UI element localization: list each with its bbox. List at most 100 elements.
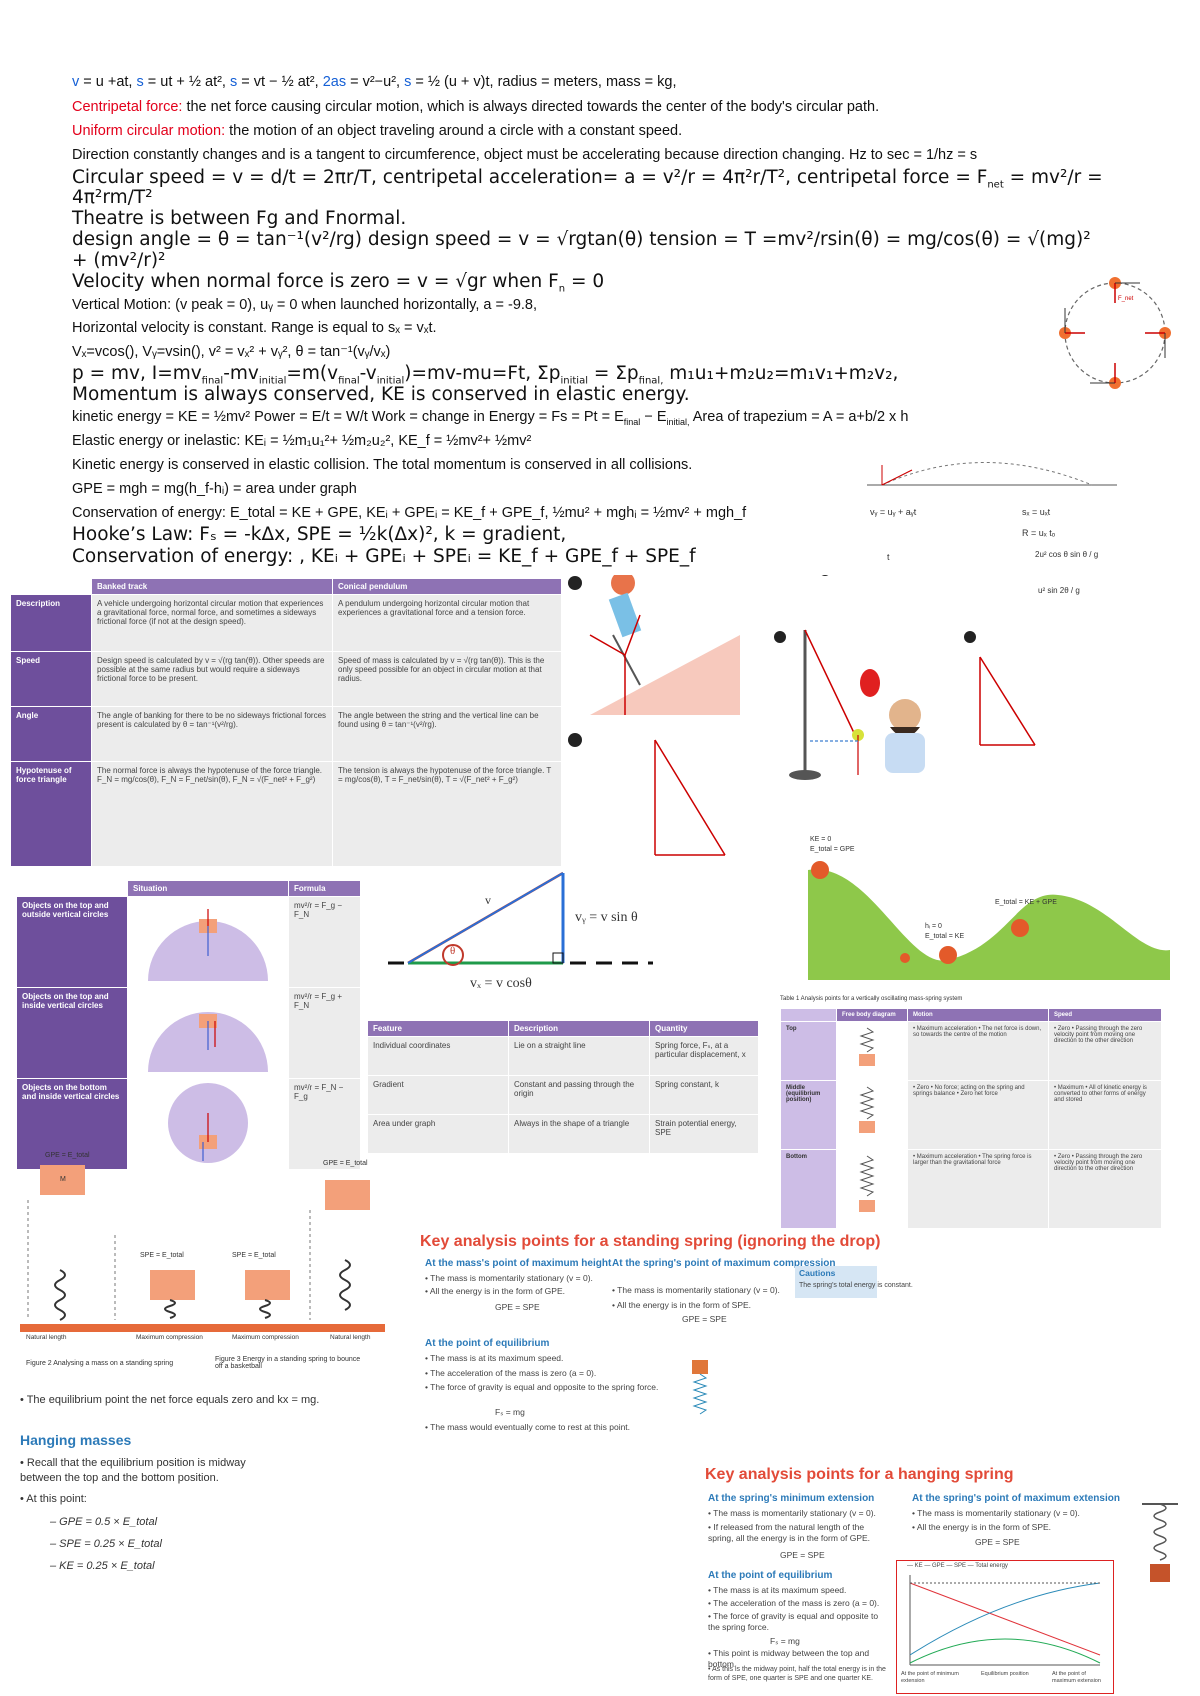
hooke-line: Hooke’s Law: Fₛ = -kΔx, SPE = ½k(Δx)², k…	[72, 524, 567, 545]
banked-conical-table: Banked track Conical pendulum Descriptio…	[10, 578, 562, 867]
spring-fbd-middle	[859, 1086, 875, 1133]
eq-part: -mv	[223, 363, 259, 384]
projectile-path-diagram	[867, 462, 1117, 486]
table-cell: Constant and passing through the origin	[508, 1075, 650, 1115]
eq-part: = mv²/r =	[1003, 167, 1103, 188]
energy-ke0: KE = 0	[810, 836, 832, 843]
max-comp-label: Maximum compression	[136, 1334, 203, 1341]
right-table-caption: Table 1 Analysis points for a vertically…	[780, 996, 963, 1002]
table-cell: Strain potential energy, SPE	[649, 1114, 759, 1154]
table-cell: • Zero • Passing through the zero veloci…	[1048, 1149, 1162, 1229]
max-comp-b1: • The mass is momentarily stationary (v …	[612, 1285, 780, 1295]
small-standing-spring	[692, 1360, 708, 1415]
design-angle-line: design angle = θ = tan⁻¹(v²/rg) design s…	[72, 229, 1091, 250]
v-symbol: v	[72, 74, 80, 90]
min-ext-b2: • If released from the natural length of…	[708, 1522, 871, 1543]
hanging-energy-graph: — KE — GPE — SPE — Total energy At the p…	[896, 1560, 1114, 1694]
max-ext-eq: GPE = SPE	[975, 1537, 1020, 1547]
horizontal-line: Horizontal velocity is constant. Range i…	[72, 320, 437, 336]
max-ext-heading: At the spring's point of maximum extensi…	[912, 1493, 1120, 1504]
eq-part: = ½ (u + v)t, radius = meters, mass = kg…	[411, 74, 677, 90]
formula-cell: mv²/r = F_N − F_g	[288, 1078, 361, 1170]
caution-text: The spring's total energy is constant.	[799, 1282, 913, 1289]
label-theta: θ	[450, 945, 456, 957]
equil-heading: At the point of equilibrium	[425, 1338, 550, 1349]
conservation-spe-line: Conservation of energy: , KEᵢ + GPEᵢ + S…	[72, 546, 696, 567]
standing-spring-title: Key analysis points for a standing sprin…	[420, 1233, 881, 1250]
natural-length-label-2: Natural length	[330, 1334, 371, 1341]
eq-part: = ut + ½ at²,	[143, 74, 230, 90]
circular-speed-line: Circular speed = v = d/t = 2πr/T, centri…	[72, 167, 1103, 191]
max-ext-b2: • All the energy is in the form of SPE.	[912, 1522, 1052, 1532]
vertical-circle-top-inside	[148, 1012, 268, 1072]
table-row: Objects on the top and outside vertical …	[16, 896, 361, 988]
table-row: Individual coordinates Lie on a straight…	[367, 1036, 759, 1076]
fig2-caption: Figure 2 Analysing a mass on a standing …	[26, 1360, 174, 1367]
subscript: initial,	[666, 416, 690, 427]
max-comp-b2: • All the energy is in the form of SPE.	[612, 1300, 752, 1310]
max-comp-heading: At the spring's point of maximum compres…	[612, 1258, 836, 1269]
label-vy: vᵧ = v sin θ	[575, 910, 638, 925]
gpe-line: GPE = mgh = mg(h_f-hᵢ) = area under grap…	[72, 481, 357, 497]
situation-cell	[127, 896, 289, 988]
eq-part: = 0	[565, 271, 605, 292]
row-label: Bottom	[780, 1149, 837, 1229]
equilibrium-note: • The equilibrium point the net force eq…	[20, 1394, 320, 1406]
table-header: Free body diagram	[836, 1008, 908, 1022]
table-header-empty	[10, 578, 92, 595]
table-row: Objects on the top and inside vertical c…	[16, 987, 361, 1079]
equil-b4: • The mass would eventually come to rest…	[425, 1422, 631, 1432]
table-cell: Spring constant, k	[649, 1075, 759, 1115]
energy-ke-total: E_total = KE	[925, 933, 965, 940]
hanging-masses-title: Hanging masses	[20, 1432, 132, 1448]
min-ext-b1: • The mass is momentarily stationary (v …	[708, 1508, 876, 1518]
table-header: Quantity	[649, 1020, 759, 1037]
kinematics-line: v = u +at, s = ut + ½ at², s = vt − ½ at…	[72, 74, 677, 91]
eq-part: p = mv, I=mv	[72, 363, 202, 384]
formula-cell: mv²/r = F_g + F_N	[288, 987, 361, 1079]
row-label: Hypotenuse of force triangle	[10, 761, 92, 867]
energy-etotal: E_total = GPE	[810, 846, 855, 853]
natural-length-label: Natural length	[26, 1334, 67, 1341]
table-cell: Speed of mass is calculated by v = √(rg …	[332, 651, 562, 707]
formula-cell: mv²/r = F_g − F_N	[288, 896, 361, 988]
ke-line: kinetic energy = KE = ½mv² Power = E/t =…	[72, 409, 908, 427]
table-cell: A pendulum undergoing horizontal circula…	[332, 594, 562, 652]
subscript: initial	[258, 375, 287, 387]
design-angle-line-2: + (mv²/r)²	[72, 250, 166, 271]
eq-part: Circular speed = v = d/t = 2πr/T, centri…	[72, 167, 988, 188]
row-label: Speed	[10, 651, 92, 707]
row-label: Angle	[10, 706, 92, 762]
graph-label-2: Equilibrium position	[981, 1671, 1029, 1677]
subscript: final	[338, 375, 360, 387]
proj-sx: sₓ = uₓt	[1022, 507, 1051, 517]
momentum-line: p = mv, I=mvfinal-mvinitial=m(vfinal-vin…	[72, 363, 898, 387]
max-height-heading: At the mass's point of maximum height	[425, 1258, 612, 1269]
table-cell: Design speed is calculated by v = √(rg t…	[91, 651, 333, 707]
caution-heading: Cautions	[799, 1268, 836, 1278]
table-row: Hypotenuse of force triangle The normal …	[10, 761, 562, 867]
eq-part: = vt − ½ at²,	[237, 74, 323, 90]
graph-label-1: At the point of minimum extension	[901, 1671, 959, 1684]
gpe-label-2: GPE = E_total	[323, 1160, 368, 1167]
equil-b1: • The mass is at its maximum speed.	[425, 1353, 564, 1363]
normal-zero-line: Velocity when normal force is zero = v =…	[72, 271, 604, 295]
graph-label-3: At the point of maximum extension	[1052, 1671, 1101, 1684]
situation-cell	[127, 1078, 289, 1170]
eq-part: =m(v	[286, 363, 339, 384]
fbd-cell	[836, 1021, 908, 1081]
table-row: Middle (equilibrium position) • Zero • N…	[780, 1080, 1162, 1150]
eq-part: = u +at,	[79, 74, 137, 90]
gpe-label: GPE = E_total	[45, 1152, 90, 1159]
s-symbol: s	[136, 74, 144, 90]
energy-etotal2: E_total = KE + GPE	[995, 899, 1057, 906]
row-label: Objects on the bottom and inside vertica…	[16, 1078, 128, 1170]
subscript: net	[987, 179, 1004, 191]
min-ext-heading: At the spring's minimum extension	[708, 1493, 875, 1504]
table-cell: A vehicle undergoing horizontal circular…	[91, 594, 333, 652]
table-cell: • Maximum acceleration • The spring forc…	[907, 1149, 1049, 1229]
table-header: Conical pendulum	[332, 578, 562, 595]
hang-spe: – SPE = 0.25 × E_total	[50, 1538, 162, 1550]
s-symbol: s	[404, 74, 412, 90]
table-cell: The tension is always the hypotenuse of …	[332, 761, 562, 867]
